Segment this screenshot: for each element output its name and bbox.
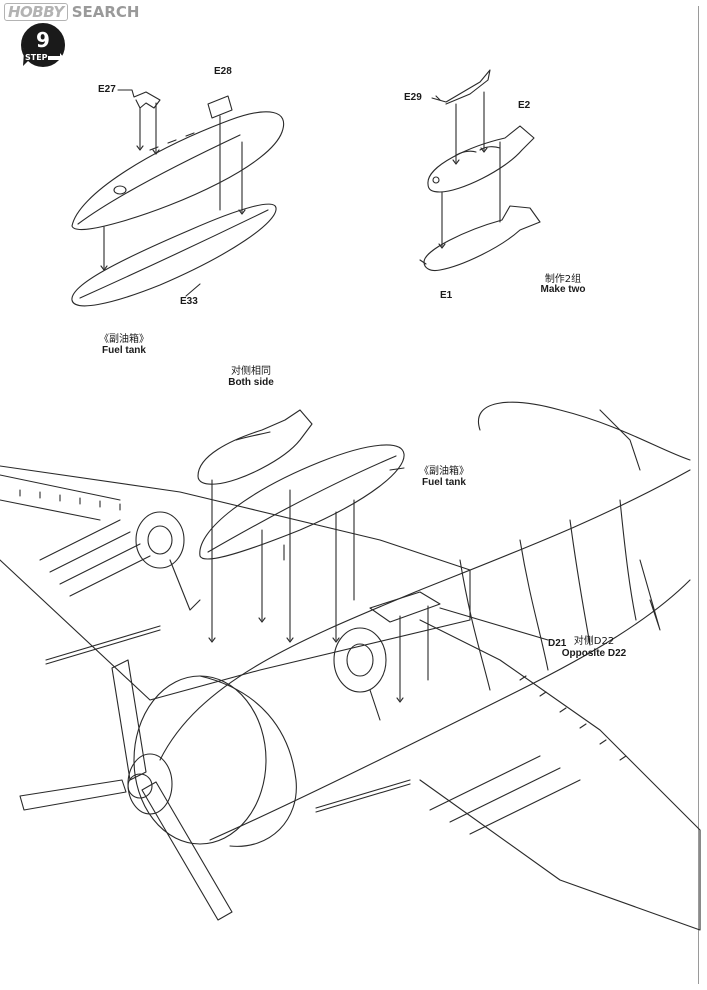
aircraft-fuselage bbox=[159, 469, 691, 841]
watermark-search: SEARCH bbox=[71, 3, 140, 21]
part-e27-bracket bbox=[117, 89, 161, 109]
aircraft-wing-right bbox=[419, 619, 701, 931]
step-arrow-icon bbox=[48, 53, 64, 63]
aircraft-tail bbox=[477, 401, 691, 631]
landing-gear-left bbox=[135, 511, 201, 611]
opposite-d22-label-cn: 对侧D22 bbox=[573, 636, 615, 647]
both-side-label-en: Both side bbox=[228, 377, 274, 388]
both-side-label-cn: 对侧相同 bbox=[231, 366, 271, 377]
aircraft-wing-left bbox=[0, 465, 471, 701]
opposite-d22-label-en: Opposite D22 bbox=[561, 648, 627, 659]
watermark-hobby: HOBBY bbox=[4, 3, 68, 21]
label-e1: E1 bbox=[440, 290, 453, 301]
assembly-guide-lines-middle bbox=[208, 479, 355, 643]
step-word: STEP bbox=[25, 53, 48, 62]
page-border bbox=[6, 6, 699, 984]
fuel-tank-mid-label-cn: 《副油箱》 bbox=[419, 466, 469, 477]
label-d21: D21 bbox=[548, 638, 567, 649]
fuel-tank-upper-half bbox=[71, 95, 285, 231]
step-badge-shape bbox=[21, 23, 65, 67]
label-e27: E27 bbox=[98, 84, 116, 95]
fuel-tank-middle-half bbox=[199, 444, 405, 560]
label-e33: E33 bbox=[180, 296, 198, 307]
drop-tank-lower bbox=[419, 205, 541, 272]
fuel-tank-mid-label-en: Fuel tank bbox=[422, 477, 466, 488]
fuel-tank-top-label-en: Fuel tank bbox=[102, 345, 146, 356]
step-number: 9 bbox=[36, 28, 50, 52]
label-e2: E2 bbox=[518, 100, 531, 111]
drop-tank-upper bbox=[427, 125, 535, 193]
assembly-guide-lines-left bbox=[100, 102, 246, 271]
label-e28: E28 bbox=[214, 66, 232, 77]
label-e29: E29 bbox=[404, 92, 422, 103]
landing-gear-right bbox=[333, 627, 387, 721]
drop-tank-middle bbox=[197, 409, 313, 485]
fuel-tank-lower-half bbox=[71, 203, 277, 307]
watermark: HOBBY SEARCH bbox=[4, 3, 140, 21]
rockets-right bbox=[429, 755, 581, 835]
guns bbox=[45, 625, 411, 813]
part-e29-bracket bbox=[431, 69, 491, 105]
assembly-guide-lines-right bbox=[438, 91, 501, 249]
leader-lines bbox=[185, 283, 549, 641]
aircraft-engine-cowling bbox=[127, 675, 297, 847]
step-badge: 9 STEP bbox=[20, 22, 66, 68]
propeller bbox=[19, 659, 233, 921]
make-two-label-cn: 制作2组 bbox=[544, 274, 582, 285]
part-d21-panel bbox=[369, 591, 441, 703]
rockets-left bbox=[39, 519, 151, 597]
make-two-label-en: Make two bbox=[540, 284, 586, 295]
fuel-tank-top-label-cn: 《副油箱》 bbox=[99, 334, 149, 345]
